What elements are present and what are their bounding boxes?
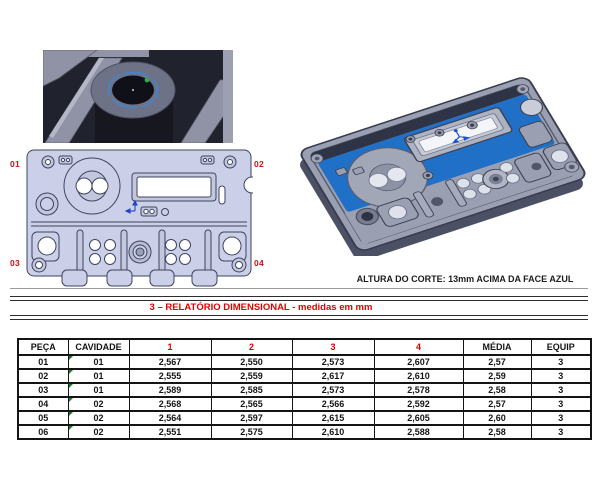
table-cell: 02 (17, 368, 69, 384)
table-cell: 2,58 (462, 382, 532, 398)
top-view-drawing-image (26, 149, 253, 287)
table-cell: 2,592 (373, 396, 464, 412)
divider-line (10, 288, 588, 289)
table-cell: 2,60 (462, 410, 532, 426)
table-cell: 2,585 (210, 382, 293, 398)
origin-triad-icon (451, 129, 471, 144)
cut-height-caption: ALTURA DO CORTE: 13mm ACIMA DA FACE AZUL (356, 274, 574, 284)
origin-triad-icon (124, 199, 138, 214)
table-row: 02 01 2,555 2,559 2,617 2,610 2,59 3 (17, 368, 592, 384)
divider-line (10, 296, 588, 297)
table-cell: 2,617 (291, 368, 375, 384)
table-cell: 2,573 (291, 354, 375, 370)
drawing-label-03: 03 (10, 258, 21, 268)
col-header-cavidade: CAVIDADE (67, 338, 130, 356)
table-cell: 3 (530, 354, 592, 370)
table-cell: 2,58 (462, 424, 532, 440)
table-row: 04 02 2,568 2,565 2,566 2,592 2,57 3 (17, 396, 592, 412)
table-cell: 3 (530, 424, 592, 440)
table-cell: 01 (17, 354, 69, 370)
selected-edge-circle (107, 71, 159, 109)
table-cell: 2,610 (373, 368, 464, 384)
table-cell: 2,573 (291, 382, 375, 398)
table-cell: 2,59 (462, 368, 532, 384)
table-cell: 2,555 (128, 368, 212, 384)
table-cell: 05 (17, 410, 69, 426)
table-cell: 2,610 (291, 424, 375, 440)
table-cell: 02 (67, 396, 130, 412)
table-cell: 01 (67, 368, 130, 384)
col-header-3: 3 (291, 338, 375, 356)
divider-line (10, 319, 588, 320)
table-row: 01 01 2,567 2,550 2,573 2,607 2,57 3 (17, 354, 592, 370)
table-cell: 01 (67, 382, 130, 398)
table-row: 06 02 2,551 2,575 2,610 2,588 2,58 3 (17, 424, 592, 440)
table-header-row: PEÇA CAVIDADE 1 2 3 4 MÉDIA EQUIP (17, 338, 592, 356)
table-cell: 02 (67, 410, 130, 426)
cad-detail-closeup-image (43, 50, 233, 143)
table-cell: 2,565 (210, 396, 293, 412)
table-cell: 2,615 (291, 410, 375, 426)
col-header-media: MÉDIA (462, 338, 532, 356)
table-row: 03 01 2,589 2,585 2,573 2,578 2,58 3 (17, 382, 592, 398)
table-cell: 3 (530, 382, 592, 398)
table-cell: 2,575 (210, 424, 293, 440)
table-cell: 3 (530, 410, 592, 426)
divider-line (10, 300, 588, 301)
table-cell: 3 (530, 396, 592, 412)
table-cell: 2,578 (373, 382, 464, 398)
table-cell: 02 (67, 424, 130, 440)
table-cell: 2,568 (128, 396, 212, 412)
table-cell: 2,551 (128, 424, 212, 440)
table-cell: 2,57 (462, 354, 532, 370)
dimensional-report-table: PEÇA CAVIDADE 1 2 3 4 MÉDIA EQUIP 01 01 … (17, 338, 592, 440)
table-cell: 04 (17, 396, 69, 412)
vertex-marker-dot (144, 77, 150, 83)
col-header-equip: EQUIP (530, 338, 592, 356)
table-cell: 2,588 (373, 424, 464, 440)
table-row: 05 02 2,564 2,597 2,615 2,605 2,60 3 (17, 410, 592, 426)
drawing-label-02: 02 (254, 159, 265, 169)
table-cell: 2,589 (128, 382, 212, 398)
table-cell: 06 (17, 424, 69, 440)
table-cell: 2,566 (291, 396, 375, 412)
col-header-4: 4 (373, 338, 464, 356)
col-header-1: 1 (128, 338, 212, 356)
table-cell: 03 (17, 382, 69, 398)
table-cell: 2,564 (128, 410, 212, 426)
table-cell: 2,597 (210, 410, 293, 426)
table-cell: 2,605 (373, 410, 464, 426)
table-cell: 01 (67, 354, 130, 370)
table-cell: 2,567 (128, 354, 212, 370)
divider-line (10, 315, 588, 316)
section-title: 3 – RELATÓRIO DIMENSIONAL - medidas em m… (149, 302, 373, 313)
table-cell: 2,559 (210, 368, 293, 384)
cad-isometric-view-image (299, 77, 586, 256)
drawing-label-01: 01 (10, 159, 21, 169)
table-cell: 2,607 (373, 354, 464, 370)
table-cell: 2,550 (210, 354, 293, 370)
col-header-peca: PEÇA (17, 338, 69, 356)
col-header-2: 2 (210, 338, 293, 356)
table-cell: 3 (530, 368, 592, 384)
table-cell: 2,57 (462, 396, 532, 412)
drawing-label-04: 04 (254, 258, 265, 268)
